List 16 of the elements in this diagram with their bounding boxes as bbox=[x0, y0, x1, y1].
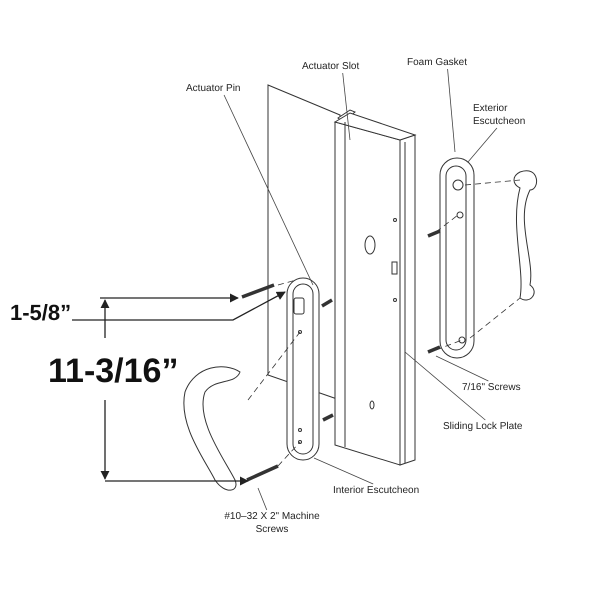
part-label: Interior Escutcheon bbox=[333, 484, 443, 497]
leader-line bbox=[342, 72, 350, 140]
leader-line bbox=[404, 352, 486, 420]
part-label: Sliding Lock Plate bbox=[443, 420, 543, 433]
leader-line bbox=[436, 356, 489, 382]
part-label: Actuator Slot bbox=[302, 60, 382, 73]
leader-line bbox=[314, 458, 374, 484]
leader-line bbox=[224, 94, 314, 286]
part-label: Actuator Pin bbox=[186, 82, 256, 95]
leader-line bbox=[258, 488, 268, 510]
part-label: 7/16" Screws bbox=[462, 381, 542, 394]
part-label: Exterior Escutcheon bbox=[473, 102, 543, 128]
leader-line bbox=[468, 128, 498, 162]
part-label: #10–32 X 2" Machine Screws bbox=[222, 510, 322, 536]
part-label: Foam Gasket bbox=[407, 56, 487, 69]
leader-line bbox=[447, 68, 456, 152]
